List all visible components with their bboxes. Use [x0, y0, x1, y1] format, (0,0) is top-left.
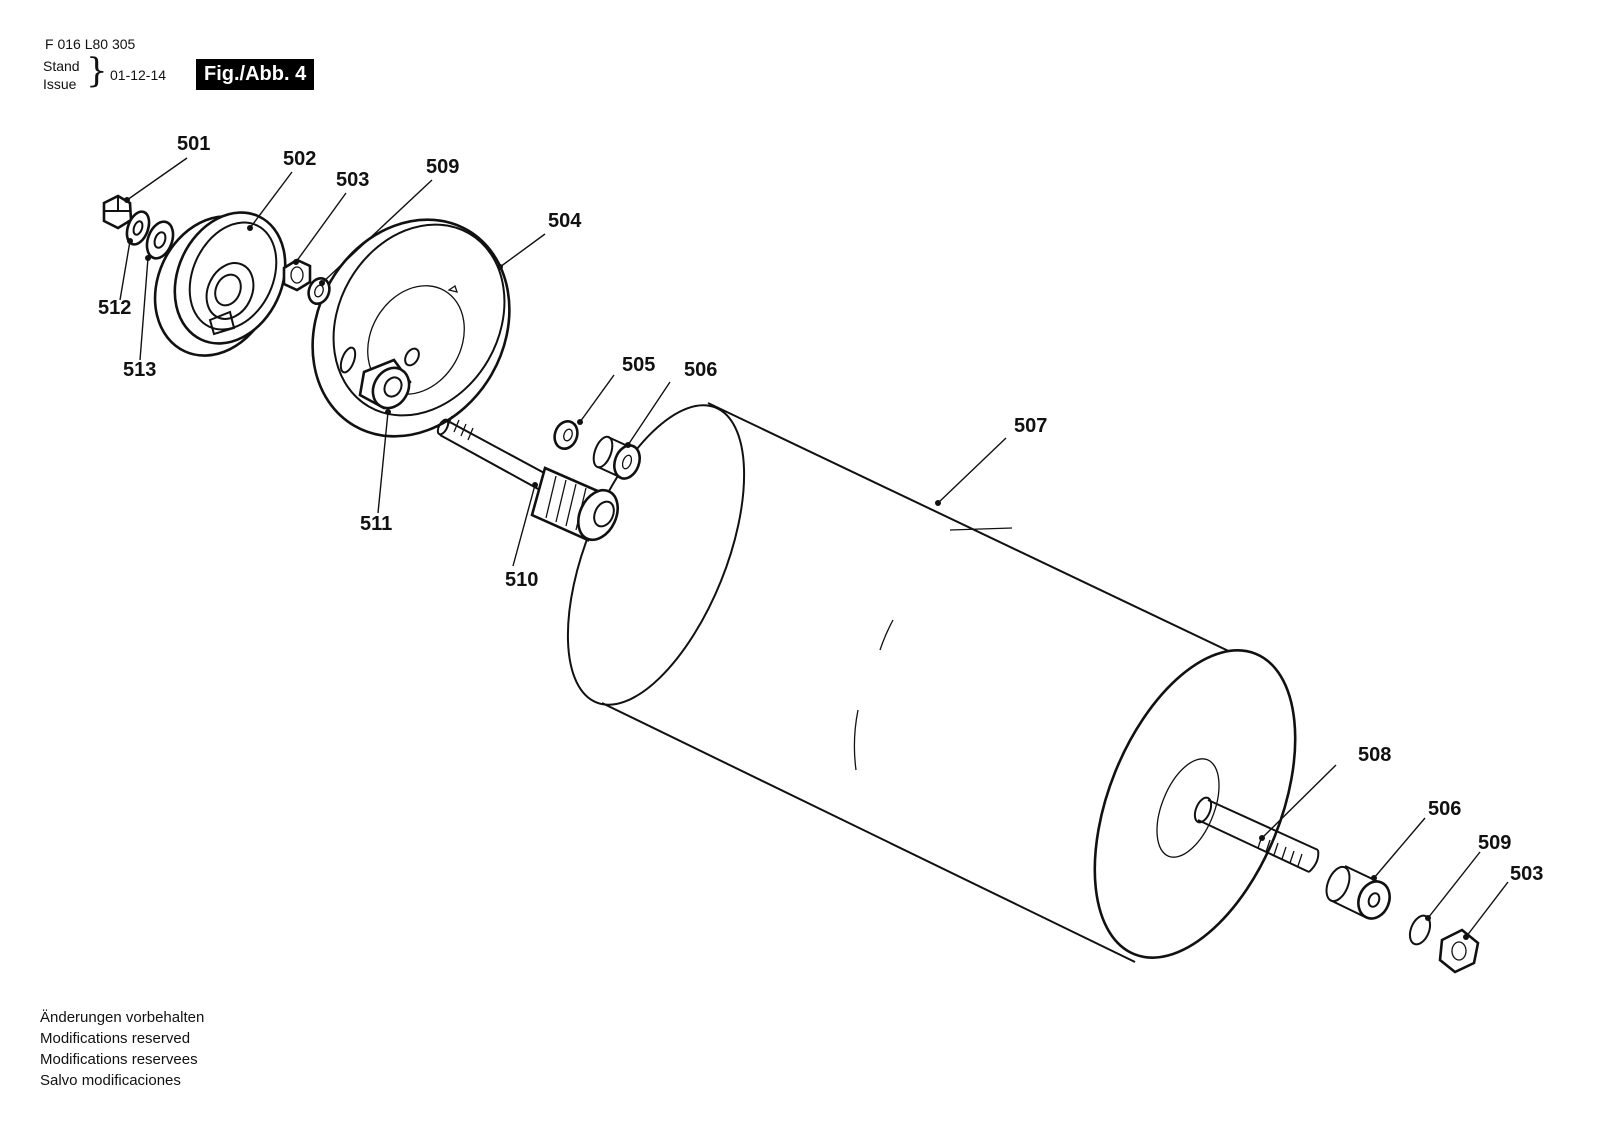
stand-label: Stand [43, 58, 80, 74]
part-label-511: 511 [360, 513, 392, 535]
bushing [358, 358, 412, 410]
part-label-510: 510 [505, 569, 538, 591]
brace-glyph: } [86, 51, 108, 91]
part-label-504: 504 [548, 210, 582, 232]
footer-line: Modifications reserved [40, 1030, 191, 1047]
part-label-503: 503 [336, 169, 369, 191]
drive-shaft-gear [436, 415, 619, 542]
footer-line: Modifications reservees [40, 1051, 198, 1068]
part-labels: 501 502 503 509 504 512 513 505 506 507 … [98, 133, 1543, 885]
small-pulley [153, 211, 287, 357]
footer-notes: Änderungen vorbehalten Modifications res… [40, 1007, 204, 1091]
document-number: F 016 L80 305 [45, 36, 136, 52]
sleeve-bottom [1325, 865, 1391, 920]
part-label-513: 513 [123, 359, 156, 381]
washer-bottom [1408, 914, 1432, 946]
cylinder-drum [566, 402, 1297, 963]
part-label-507: 507 [1014, 415, 1047, 437]
part-label-501: 501 [177, 133, 210, 155]
sleeve-top [592, 435, 641, 480]
part-label-509: 509 [426, 156, 459, 178]
issue-label: Issue [43, 76, 77, 92]
washer-512 [125, 210, 151, 246]
leader-lines [119, 157, 1509, 940]
part-label-509-bottom: 509 [1478, 832, 1511, 854]
figure-label: Fig./Abb. 4 [196, 59, 315, 90]
part-label-512: 512 [98, 297, 131, 319]
spacer-ring [553, 420, 579, 450]
shaft-right [1193, 796, 1320, 873]
part-label-502: 502 [283, 148, 316, 170]
large-pulley [311, 218, 511, 438]
stand-issue-label: Stand Issue [43, 57, 80, 93]
part-label-506-bottom: 506 [1428, 798, 1461, 820]
part-label-508: 508 [1358, 744, 1391, 766]
nut-bottom [1438, 928, 1480, 974]
part-label-503-bottom: 503 [1510, 863, 1543, 885]
part-label-506-top: 506 [684, 359, 717, 381]
washer-513 [145, 220, 175, 260]
part-label-505: 505 [622, 354, 655, 376]
footer-line: Salvo modificaciones [40, 1072, 181, 1089]
issue-date: 01-12-14 [110, 67, 167, 83]
footer-line: Änderungen vorbehalten [40, 1009, 205, 1026]
